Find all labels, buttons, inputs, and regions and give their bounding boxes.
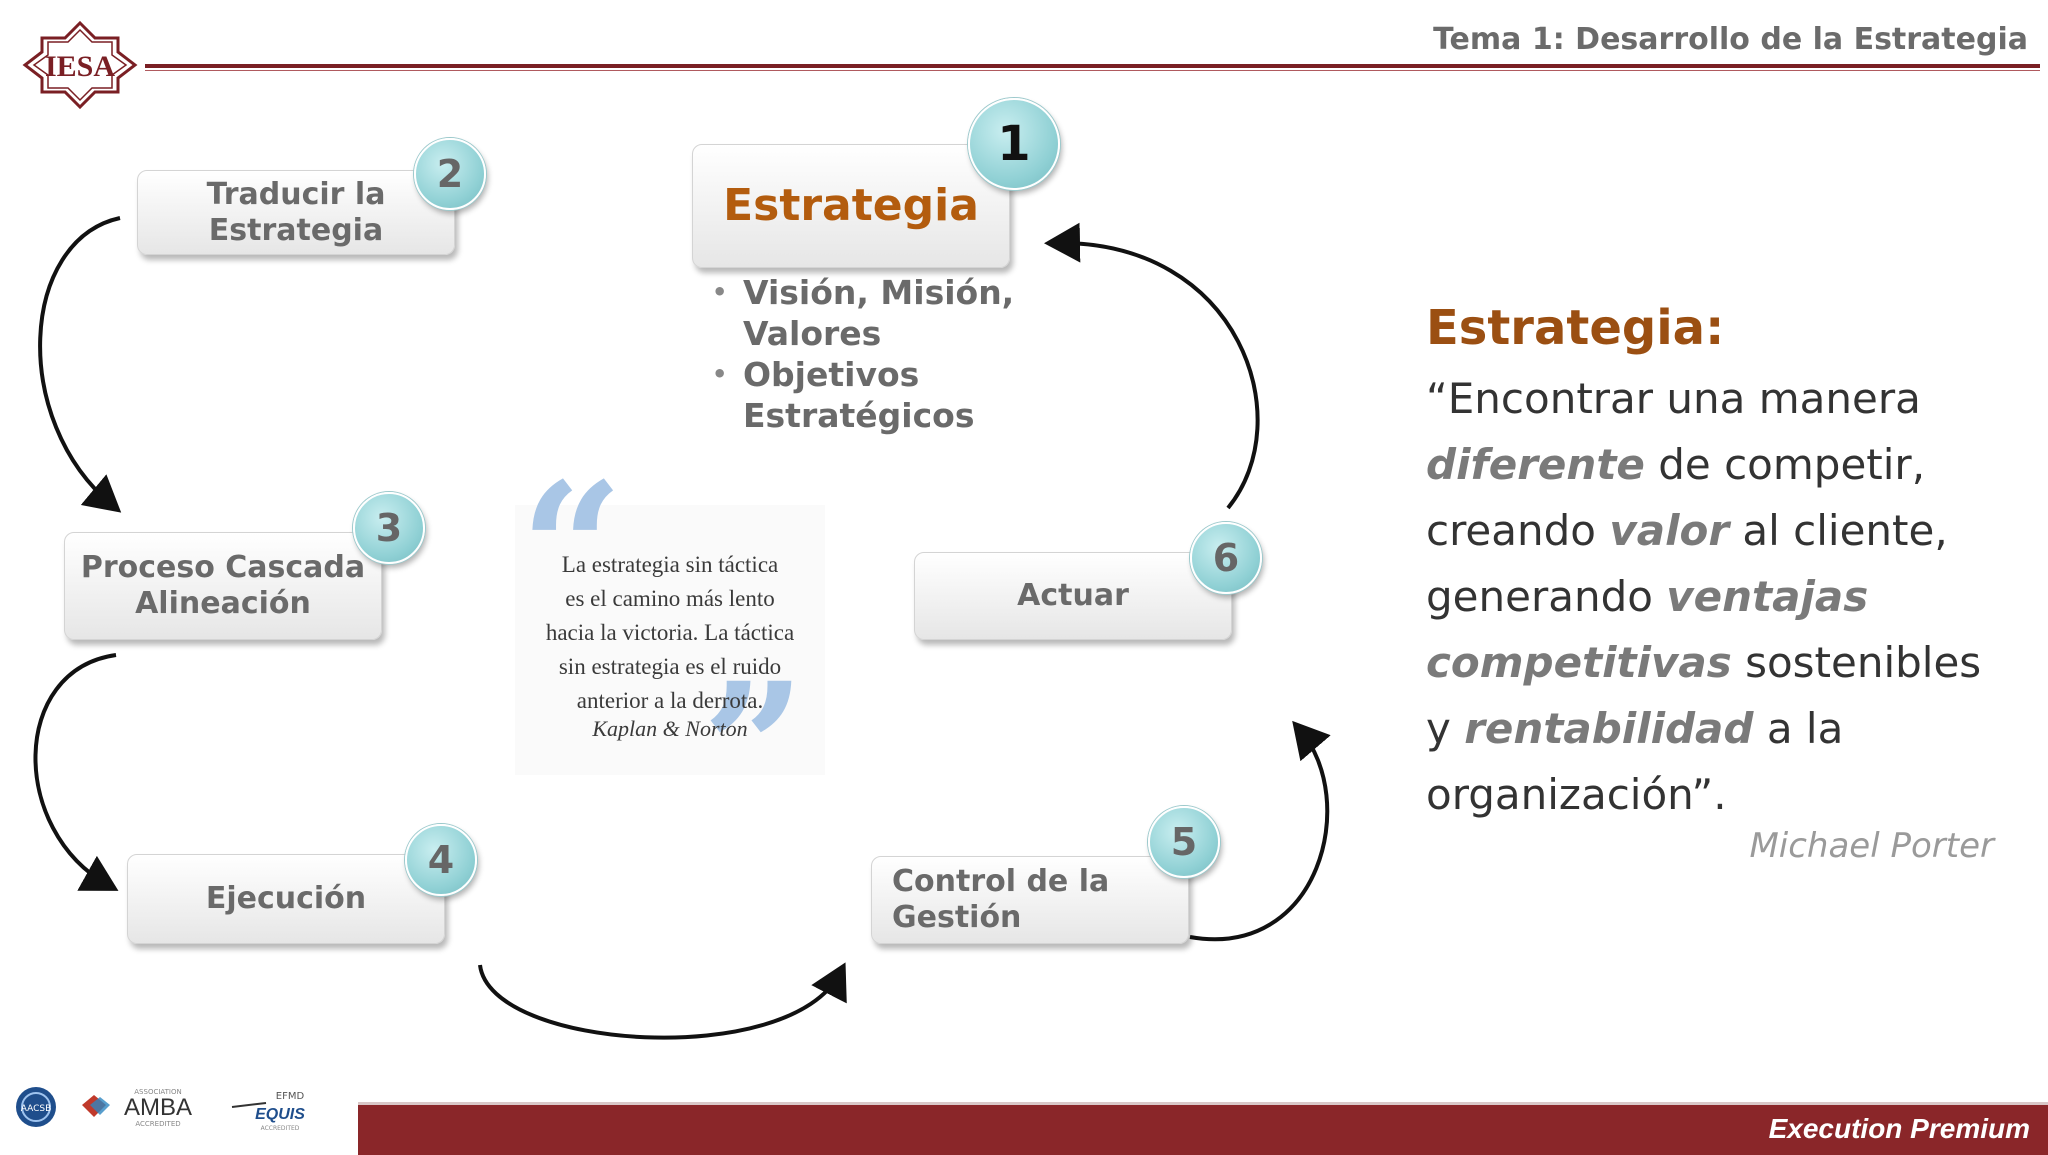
step-label: Ejecución [205, 881, 367, 916]
badge-step-4: 4 [405, 824, 477, 896]
badge-step-3: 3 [353, 492, 425, 564]
step-label: Control de la Gestión [892, 864, 1110, 935]
definition-title: Estrategia: [1426, 300, 1725, 356]
svg-text:EFMD: EFMD [276, 1091, 305, 1102]
slide-title: Tema 1: Desarrollo de la Estrategia [1433, 22, 2028, 57]
arrow-5-to-6 [1189, 720, 1331, 942]
svg-text:ASSOCIATION: ASSOCIATION [134, 1088, 181, 1096]
quote-text: La estrategia sin táctica es el camino m… [545, 552, 795, 713]
svg-text:IESA: IESA [45, 50, 115, 83]
strategy-bullets: Visión, Misión, Valores Objetivos Estrat… [710, 272, 1040, 436]
step-label: Actuar [1017, 578, 1129, 613]
amba-logo: ASSOCIATION AMBA ACCREDITED [82, 1088, 192, 1128]
strategy-bullet: Objetivos Estratégicos [710, 354, 1040, 436]
svg-text:AACSB: AACSB [21, 1104, 52, 1114]
badge-step-2: 2 [414, 138, 486, 210]
definition-author: Michael Porter [1749, 826, 1994, 866]
definition-text: “Encontrar una manera diferente de compe… [1426, 374, 1982, 819]
close-quote-icon: ” [702, 644, 806, 855]
iesa-logo: IESA [22, 20, 138, 110]
aacsb-logo: AACSB [16, 1087, 56, 1127]
step-box-execution: Ejecución [127, 854, 445, 944]
quote-card [515, 505, 825, 775]
step-label: Traducir la Estrategia [206, 176, 386, 248]
header-rule [145, 64, 2040, 68]
arrow-4-to-5 [478, 962, 847, 1040]
step-label: Proceso Cascada Alineación [80, 550, 366, 621]
badge-step-6: 6 [1190, 522, 1262, 594]
svg-text:ACCREDITED: ACCREDITED [135, 1120, 180, 1128]
arrow-2-to-3 [38, 216, 122, 513]
badge-step-1: 1 [968, 98, 1060, 190]
footer-bar: Execution Premium [358, 1102, 2048, 1155]
quote-author: Kaplan & Norton [592, 716, 748, 741]
open-quote-icon: “ [520, 444, 624, 655]
arrow-6-to-1 [1044, 222, 1260, 510]
step-box-control: Control de la Gestión [871, 856, 1189, 944]
header-rule-thin [145, 70, 2040, 71]
svg-text:AMBA: AMBA [124, 1094, 192, 1121]
strategy-box: Estrategia [692, 144, 1010, 268]
svg-text:EQUIS: EQUIS [255, 1106, 305, 1123]
footer-label: Execution Premium [1768, 1113, 2030, 1144]
step-box-cascade: Proceso Cascada Alineación [64, 532, 382, 640]
badge-step-5: 5 [1148, 806, 1220, 878]
equis-logo: EFMD EQUIS ACCREDITED [231, 1091, 305, 1132]
strategy-bullet: Visión, Misión, Valores [710, 272, 1040, 354]
arrow-3-to-4 [33, 653, 119, 891]
step-box-translate: Traducir la Estrategia [137, 170, 455, 255]
step-box-act: Actuar [914, 552, 1232, 640]
strategy-box-label: Estrategia [723, 180, 979, 231]
svg-text:ACCREDITED: ACCREDITED [261, 1125, 300, 1132]
